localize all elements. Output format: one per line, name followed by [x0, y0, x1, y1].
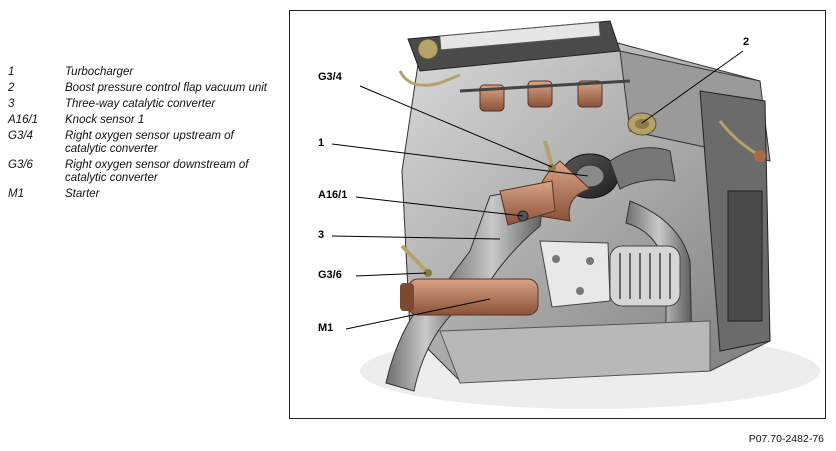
legend-code: M1 [8, 188, 24, 200]
alternator [609, 245, 681, 307]
legend-code: 2 [8, 82, 15, 94]
legend-item-3: 3 Three-way catalytic converter [8, 98, 278, 111]
leader-g3-6 [355, 272, 427, 277]
reference-code: P07.70-2482-76 [748, 433, 824, 445]
legend-code: A16/1 [8, 114, 39, 126]
legend: 1 Turbocharger 2 Boost pressure control … [8, 66, 278, 204]
starter-motor [400, 278, 539, 316]
vacuum-actuator-top [398, 38, 461, 87]
leader-a16-1 [355, 196, 524, 217]
legend-desc: Starter [65, 188, 100, 200]
legend-item-g3-4: G3/4 Right oxygen sensor upstream of cat… [8, 130, 278, 156]
legend-code: G3/4 [8, 130, 33, 142]
legend-code: G3/6 [8, 159, 33, 171]
leader-m1 [345, 298, 491, 330]
legend-desc: Knock sensor 1 [65, 114, 145, 126]
callout-g3-4: G3/4 [318, 71, 342, 83]
engine-illustration [331, 20, 820, 409]
coil-packs [459, 79, 631, 112]
legend-desc: Right oxygen sensor upstream of catalyti… [65, 130, 234, 155]
leader-1 [331, 143, 589, 177]
callout-2: 2 [743, 36, 750, 48]
legend-desc: Boost pressure control flap vacuum unit [65, 82, 267, 94]
legend-item-m1: M1 Starter [8, 188, 278, 201]
rear-connector [718, 120, 766, 162]
engine-figure: 2 G3/4 1 A16/1 3 G3/6 M1 [289, 10, 826, 419]
leader-lines [331, 50, 744, 330]
legend-desc: Turbocharger [65, 66, 134, 78]
legend-code: 1 [8, 66, 15, 78]
callout-1: 1 [318, 137, 325, 149]
leader-3 [331, 235, 501, 240]
callout-g3-6: G3/6 [318, 269, 342, 281]
legend-item-g3-6: G3/6 Right oxygen sensor downstream of c… [8, 159, 278, 185]
turbocharger [537, 147, 676, 222]
legend-item-a16-1: A16/1 Knock sensor 1 [8, 114, 278, 127]
engine-mount-bracket [539, 240, 611, 308]
leader-g3-4 [359, 85, 553, 168]
legend-item-2: 2 Boost pressure control flap vacuum uni… [8, 82, 278, 95]
legend-desc: Three-way catalytic converter [65, 98, 216, 110]
callout-m1: M1 [318, 322, 334, 334]
leader-2 [641, 50, 744, 124]
legend-desc: Right oxygen sensor downstream of cataly… [65, 159, 249, 184]
legend-item-1: 1 Turbocharger [8, 66, 278, 79]
oxygen-sensor-downstream [400, 244, 432, 277]
legend-code: 3 [8, 98, 15, 110]
callout-3: 3 [318, 229, 325, 241]
callout-a16-1: A16/1 [318, 189, 348, 201]
